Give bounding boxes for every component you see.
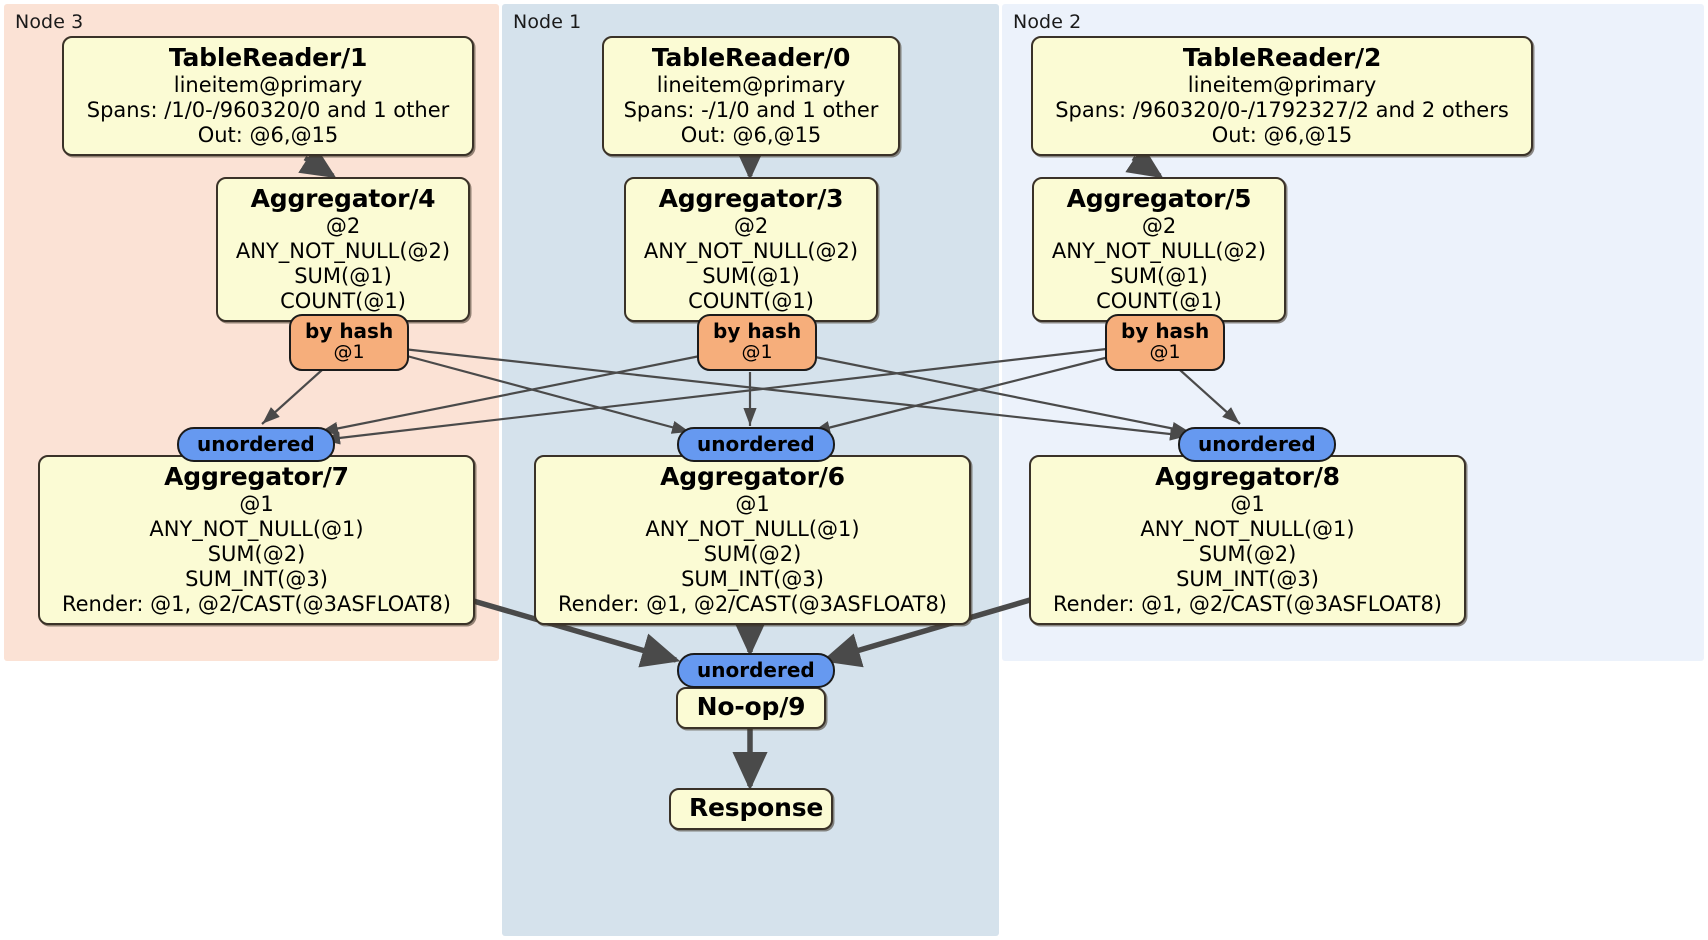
processor-detail-line: @2: [733, 213, 769, 238]
processor-detail-line: Out: @6,@15: [1211, 122, 1353, 147]
processor-detail-line: @1: [735, 491, 770, 516]
processor-title: Response: [689, 793, 824, 822]
processor-aggregator-7[interactable]: Aggregator/7 @1 ANY_NOT_NULL(@1) SUM(@2)…: [38, 455, 475, 626]
processor-response[interactable]: Response: [669, 788, 833, 830]
processor-detail-line: Spans: -/1/0 and 1 other: [623, 97, 879, 122]
node-panel-label-node1: Node 1: [513, 11, 582, 33]
processor-detail-line: lineitem@primary: [1187, 72, 1377, 97]
processor-detail-line: SUM_INT(@3): [681, 567, 824, 592]
output-router-badge-by-hash-right[interactable]: by hash @1: [1105, 314, 1226, 371]
badge-title: unordered: [697, 658, 815, 682]
processor-detail-line: SUM_INT(@3): [185, 567, 328, 592]
processor-title: Aggregator/4: [250, 184, 436, 213]
processor-detail-line: SUM(@2): [1198, 541, 1297, 566]
processor-title: Aggregator/6: [660, 462, 845, 491]
processor-detail-line: ANY_NOT_NULL(@2): [643, 238, 859, 263]
processor-title: Aggregator/8: [1155, 462, 1340, 491]
processor-title: Aggregator/3: [658, 184, 844, 213]
processor-detail-line: ANY_NOT_NULL(@2): [235, 238, 451, 263]
processor-detail-line: ANY_NOT_NULL(@1): [149, 516, 364, 541]
processor-detail-line: SUM(@2): [207, 541, 306, 566]
badge-title: unordered: [1198, 432, 1316, 456]
processor-detail-line: SUM(@1): [1110, 263, 1208, 288]
processor-aggregator-6[interactable]: Aggregator/6 @1 ANY_NOT_NULL(@1) SUM(@2)…: [534, 455, 971, 626]
processor-no-op-9[interactable]: No-op/9: [676, 687, 826, 729]
badge-subtitle: @1: [1149, 341, 1181, 364]
processor-title: TableReader/1: [168, 43, 368, 72]
processor-detail-line: SUM_INT(@3): [1176, 567, 1319, 592]
processor-detail-line: ANY_NOT_NULL(@1): [645, 516, 860, 541]
processor-detail-line: Render: @1, @2/CAST(@3ASFLOAT8): [557, 592, 948, 617]
processor-aggregator-3[interactable]: Aggregator/3 @2 ANY_NOT_NULL(@2) SUM(@1)…: [624, 177, 878, 323]
processor-title: TableReader/0: [651, 43, 851, 72]
node-panel-label-node3: Node 3: [15, 11, 84, 33]
processor-detail-line: Render: @1, @2/CAST(@3ASFLOAT8): [1052, 592, 1443, 617]
processor-aggregator-8[interactable]: Aggregator/8 @1 ANY_NOT_NULL(@1) SUM(@2)…: [1029, 455, 1466, 626]
processor-detail-line: SUM(@1): [702, 263, 800, 288]
output-router-badge-by-hash-center[interactable]: by hash @1: [697, 314, 818, 371]
processor-detail-line: COUNT(@1): [280, 289, 406, 314]
input-synchronizer-badge-unordered-left[interactable]: unordered: [177, 427, 335, 463]
badge-title: by hash: [305, 319, 394, 343]
processor-detail-line: @1: [239, 491, 274, 516]
processor-title: Aggregator/7: [164, 462, 349, 491]
input-synchronizer-badge-unordered-right[interactable]: unordered: [1178, 427, 1336, 463]
processor-detail-line: SUM(@1): [294, 263, 392, 288]
input-synchronizer-badge-unordered-center[interactable]: unordered: [677, 427, 835, 463]
processor-detail-line: Spans: /1/0-/960320/0 and 1 other: [86, 97, 450, 122]
badge-subtitle: @1: [333, 341, 365, 364]
processor-table-reader-1[interactable]: TableReader/1 lineitem@primary Spans: /1…: [62, 36, 474, 157]
processor-title: Aggregator/5: [1066, 184, 1252, 213]
processor-detail-line: lineitem@primary: [173, 72, 363, 97]
badge-title: by hash: [713, 319, 802, 343]
processor-table-reader-2[interactable]: TableReader/2 lineitem@primary Spans: /9…: [1031, 36, 1533, 157]
processor-detail-line: Spans: /960320/0-/1792327/2 and 2 others: [1055, 97, 1509, 122]
processor-detail-line: ANY_NOT_NULL(@1): [1140, 516, 1355, 541]
processor-detail-line: Render: @1, @2/CAST(@3ASFLOAT8): [61, 592, 452, 617]
processor-table-reader-0[interactable]: TableReader/0 lineitem@primary Spans: -/…: [602, 36, 900, 157]
processor-title: No-op/9: [696, 692, 806, 721]
processor-detail-line: lineitem@primary: [656, 72, 846, 97]
processor-aggregator-5[interactable]: Aggregator/5 @2 ANY_NOT_NULL(@2) SUM(@1)…: [1032, 177, 1286, 323]
processor-detail-line: Out: @6,@15: [680, 122, 822, 147]
processor-detail-line: @2: [325, 213, 361, 238]
input-synchronizer-badge-unordered-final[interactable]: unordered: [677, 653, 835, 689]
badge-title: unordered: [697, 432, 815, 456]
output-router-badge-by-hash-left[interactable]: by hash @1: [289, 314, 410, 371]
processor-detail-line: @1: [1230, 491, 1265, 516]
processor-detail-line: ANY_NOT_NULL(@2): [1051, 238, 1267, 263]
badge-title: by hash: [1121, 319, 1210, 343]
processor-detail-line: COUNT(@1): [688, 289, 814, 314]
processor-detail-line: SUM(@2): [703, 541, 802, 566]
badge-title: unordered: [197, 432, 315, 456]
processor-title: TableReader/2: [1182, 43, 1382, 72]
node-panel-label-node2: Node 2: [1013, 11, 1082, 33]
processor-aggregator-4[interactable]: Aggregator/4 @2 ANY_NOT_NULL(@2) SUM(@1)…: [216, 177, 470, 323]
processor-detail-line: @2: [1141, 213, 1177, 238]
badge-subtitle: @1: [741, 341, 773, 364]
processor-detail-line: Out: @6,@15: [197, 122, 339, 147]
processor-detail-line: COUNT(@1): [1096, 289, 1222, 314]
